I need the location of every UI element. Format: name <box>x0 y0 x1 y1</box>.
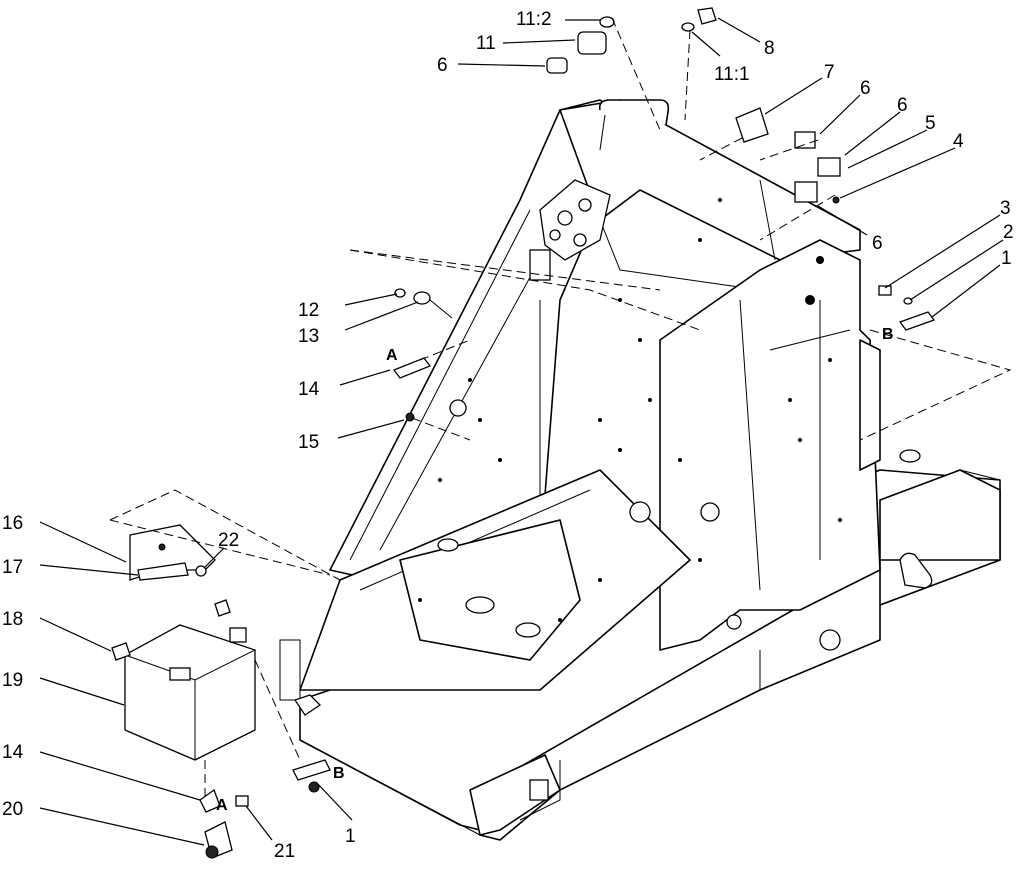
callout-6-c: 6 <box>872 233 883 254</box>
callout-11-1: 11:1 <box>714 64 750 85</box>
callout-11-2: 11:2 <box>516 9 552 30</box>
callout-17: 17 <box>2 557 23 578</box>
callout-2: 2 <box>1003 222 1014 243</box>
frame-holes <box>418 198 842 622</box>
callout-11-top: 11 <box>476 33 496 54</box>
exploded-parts <box>111 7 936 859</box>
callout-21: 21 <box>274 841 295 862</box>
callout-18: 18 <box>2 609 23 630</box>
callout-16: 16 <box>2 513 23 534</box>
callout-1-bot: 1 <box>345 826 356 847</box>
callout-5: 5 <box>925 113 936 134</box>
callout-20: 20 <box>2 799 23 820</box>
leader-lines <box>39 17 1004 846</box>
callout-14-mid: 14 <box>298 379 320 400</box>
callout-12: 12 <box>298 300 319 321</box>
callout-3: 3 <box>1000 198 1011 219</box>
callout-19: 19 <box>2 670 23 691</box>
callout-7: 7 <box>824 62 835 83</box>
callout-1-top: 1 <box>1001 248 1012 269</box>
callout-b-top: B <box>882 326 894 343</box>
main-frame <box>279 99 1001 841</box>
callout-6-a: 6 <box>860 78 871 99</box>
callout-a-mid: A <box>386 347 398 364</box>
callout-15: 15 <box>298 432 319 453</box>
callout-a-bot: A <box>216 797 228 814</box>
callout-6-top: 6 <box>437 55 448 76</box>
callout-4: 4 <box>953 131 964 152</box>
callout-14-bot: 14 <box>2 742 24 763</box>
callout-22: 22 <box>218 530 239 551</box>
callout-13: 13 <box>298 326 319 347</box>
callout-6-b: 6 <box>897 95 908 116</box>
callout-b-bot: B <box>333 765 345 782</box>
assembly-lines <box>109 17 1012 800</box>
callout-labels: 11:2 11 6 8 11:1 7 6 6 5 4 6 3 2 1 B 12 … <box>2 9 1014 862</box>
callout-8: 8 <box>764 38 775 59</box>
